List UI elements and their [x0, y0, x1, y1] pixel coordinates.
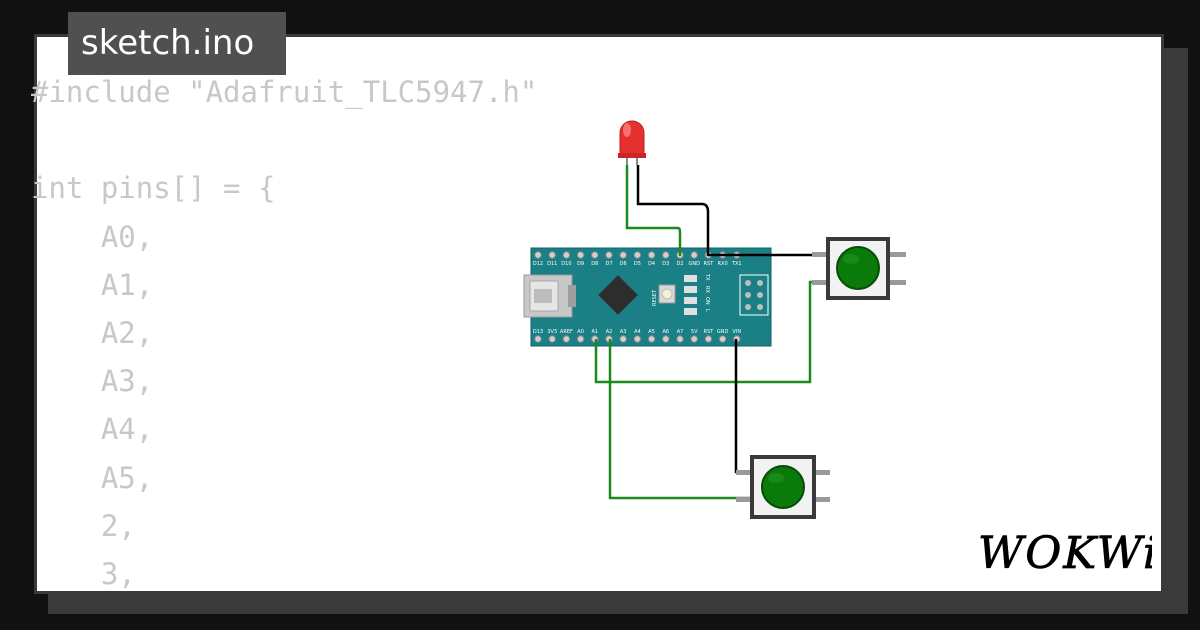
code-line: A1, — [31, 267, 154, 302]
bottom-pin-a0[interactable] — [576, 335, 585, 343]
top-pin-label: RX0 — [718, 261, 728, 267]
pushbutton-icon[interactable] — [812, 237, 906, 300]
top-pin-gnd[interactable] — [690, 251, 698, 259]
bottom-pin-label: 3V3 — [547, 329, 557, 335]
code-line: A5, — [31, 460, 154, 495]
code-line: int pins[] = { — [31, 171, 276, 206]
icsp-header — [739, 274, 769, 316]
bottom-pin-label: D13 — [533, 329, 543, 335]
bottom-pin-label: A3 — [620, 329, 627, 335]
top-pin-label: D3 — [662, 261, 669, 267]
top-pin-d8[interactable] — [591, 251, 599, 259]
bottom-pin-a6[interactable] — [662, 335, 670, 343]
bottom-pin-a5[interactable] — [647, 335, 656, 343]
status-leds — [684, 275, 697, 315]
wire-led-d3[interactable] — [625, 165, 682, 256]
led-label-on: ON — [704, 297, 710, 305]
led-label-rx: RX — [704, 286, 710, 293]
top-pin-label: RST — [704, 261, 715, 267]
top-header-pins — [534, 251, 741, 259]
bottom-pin-a4[interactable] — [633, 335, 642, 343]
reset-label: RESET — [652, 289, 658, 306]
bottom-pin-label: A4 — [634, 329, 641, 335]
top-pin-label: D2 — [676, 261, 683, 267]
top-pin-label: D10 — [561, 261, 571, 267]
bottom-header-pins — [534, 335, 741, 343]
logo-text: WOKWi — [978, 528, 1152, 579]
top-pin-label: D7 — [605, 261, 612, 267]
bottom-pin-label: A0 — [577, 329, 584, 335]
top-pin-d5[interactable] — [633, 251, 642, 259]
bottom-pin-rst[interactable] — [704, 335, 713, 343]
top-pin-label: D8 — [591, 261, 598, 267]
code-line: 2, — [31, 508, 136, 543]
bottom-pin-label: A2 — [606, 329, 613, 335]
bottom-pin-label: RST — [704, 329, 715, 335]
bottom-pin-label: A6 — [662, 329, 669, 335]
filename-tab[interactable]: sketch.ino — [68, 12, 286, 75]
pushbutton-icon[interactable] — [736, 455, 830, 519]
bottom-pin-a3[interactable] — [619, 335, 627, 343]
bottom-pin-aref[interactable] — [562, 335, 571, 343]
top-pin-d12[interactable] — [534, 251, 542, 259]
top-pin-d11[interactable] — [548, 251, 556, 259]
top-pin-label: D5 — [634, 261, 641, 267]
led-label-l: L — [704, 309, 710, 312]
bottom-pin-gnd[interactable] — [718, 335, 727, 343]
bottom-pin-label: A7 — [677, 329, 684, 335]
bottom-pin-label: VIN — [732, 329, 741, 335]
bottom-pin-d13[interactable] — [534, 335, 542, 343]
bottom-pin-3v3[interactable] — [548, 335, 556, 343]
top-pin-label: GND — [688, 261, 700, 267]
bottom-pin-label: GND — [717, 329, 729, 335]
wokwi-logo-icon[interactable]: WOKWi — [976, 522, 1152, 582]
code-line: #include "Adafruit_TLC5947.h" — [31, 75, 538, 109]
wire-led-gnd[interactable] — [636, 165, 710, 256]
bottom-pin-label: 5V — [691, 329, 698, 335]
usb-connector-icon — [523, 274, 576, 318]
wire-button2-a1[interactable] — [608, 339, 752, 500]
bottom-pin-5v[interactable] — [690, 335, 698, 343]
top-pin-label: D6 — [620, 261, 627, 267]
top-pin-label: TX1 — [731, 261, 742, 267]
top-pin-d7[interactable] — [605, 251, 613, 259]
top-pin-d10[interactable] — [562, 251, 571, 259]
wire-button2-gnd[interactable] — [734, 339, 752, 474]
top-pin-label: D9 — [577, 261, 584, 267]
top-pin-label: D12 — [533, 261, 543, 267]
code-preview: #include "Adafruit_TLC5947.h"int pins[] … — [31, 68, 537, 598]
reset-button[interactable] — [658, 284, 676, 304]
top-pin-label: D11 — [547, 261, 557, 267]
top-pin-d4[interactable] — [647, 251, 656, 259]
code-line: 3, — [31, 556, 136, 591]
led-label-tx: TX — [704, 273, 710, 281]
code-line: A4, — [31, 412, 154, 447]
bottom-pin-label: AREF — [560, 329, 573, 335]
mcu-chip — [598, 275, 638, 315]
bottom-pin-label: A1 — [591, 329, 598, 335]
top-pin-d3[interactable] — [662, 251, 670, 259]
led-icon[interactable] — [618, 120, 646, 165]
code-line: A3, — [31, 364, 154, 399]
code-line: A2, — [31, 315, 154, 350]
code-line: A0, — [31, 219, 154, 254]
bottom-pin-label: A5 — [648, 329, 655, 335]
top-pin-d9[interactable] — [576, 251, 585, 259]
top-pin-label: D4 — [648, 261, 655, 267]
top-pin-d6[interactable] — [619, 251, 627, 259]
bottom-pin-a7[interactable] — [676, 335, 684, 343]
